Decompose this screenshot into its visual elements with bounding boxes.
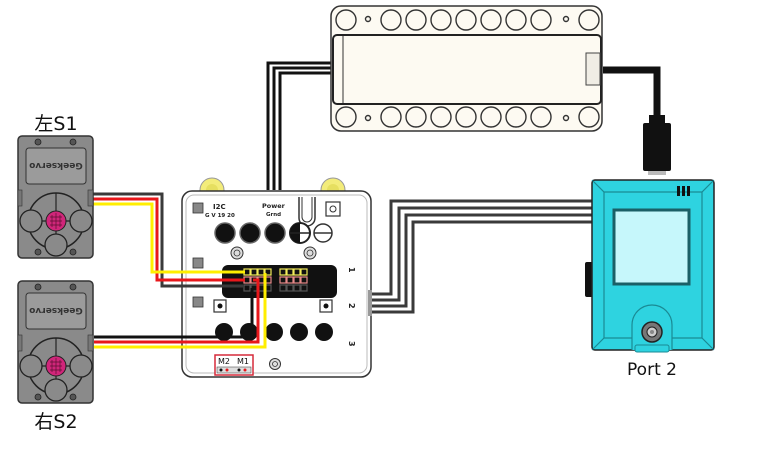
side-button[interactable]: [585, 262, 593, 297]
port-number-3: 3: [347, 341, 356, 347]
bottom-holes: [335, 106, 600, 128]
screw-icon: [303, 246, 317, 260]
i2c-label: I2C: [213, 203, 226, 211]
port-number-2: 2: [347, 303, 356, 309]
screen: [612, 208, 691, 286]
servo-logo: Geekservo: [29, 160, 83, 170]
battery-module: [330, 5, 603, 132]
motor-m2-label: M2: [218, 357, 230, 366]
usb-cable: [603, 66, 671, 175]
port-number-1: 1: [347, 267, 356, 273]
servo-s2: Geekservo: [17, 280, 94, 404]
wire-servo-s2: [94, 273, 267, 349]
main-controller: [585, 179, 715, 353]
servo-s1-label: 左S1: [34, 113, 77, 135]
screw-icon: [230, 246, 244, 260]
top-ports: [214, 222, 333, 244]
motor-m1-label: M1: [237, 357, 249, 366]
controller-board: I2C G V 19 20 Power Grnd: [181, 177, 372, 378]
servo-s2-label: 右S2: [34, 411, 77, 433]
usb-plug-icon: [643, 123, 671, 171]
wire-board-to-port2: [371, 199, 593, 314]
top-holes: [335, 9, 600, 31]
servo-logo: Geekservo: [29, 305, 83, 315]
motor-header: M2 M1: [214, 354, 254, 376]
i2c-pins-label: G V 19 20: [205, 213, 235, 219]
wire-servo-s1: [92, 192, 245, 288]
power-sub-label: Grnd: [266, 212, 281, 218]
servo-s1: Geekservo: [17, 135, 94, 259]
pin-row-signal: [243, 268, 308, 276]
power-label: Power: [262, 202, 286, 210]
wire-battery-to-board: [266, 61, 331, 190]
screw-icon: [269, 358, 281, 370]
port-label: Port 2: [627, 360, 677, 380]
